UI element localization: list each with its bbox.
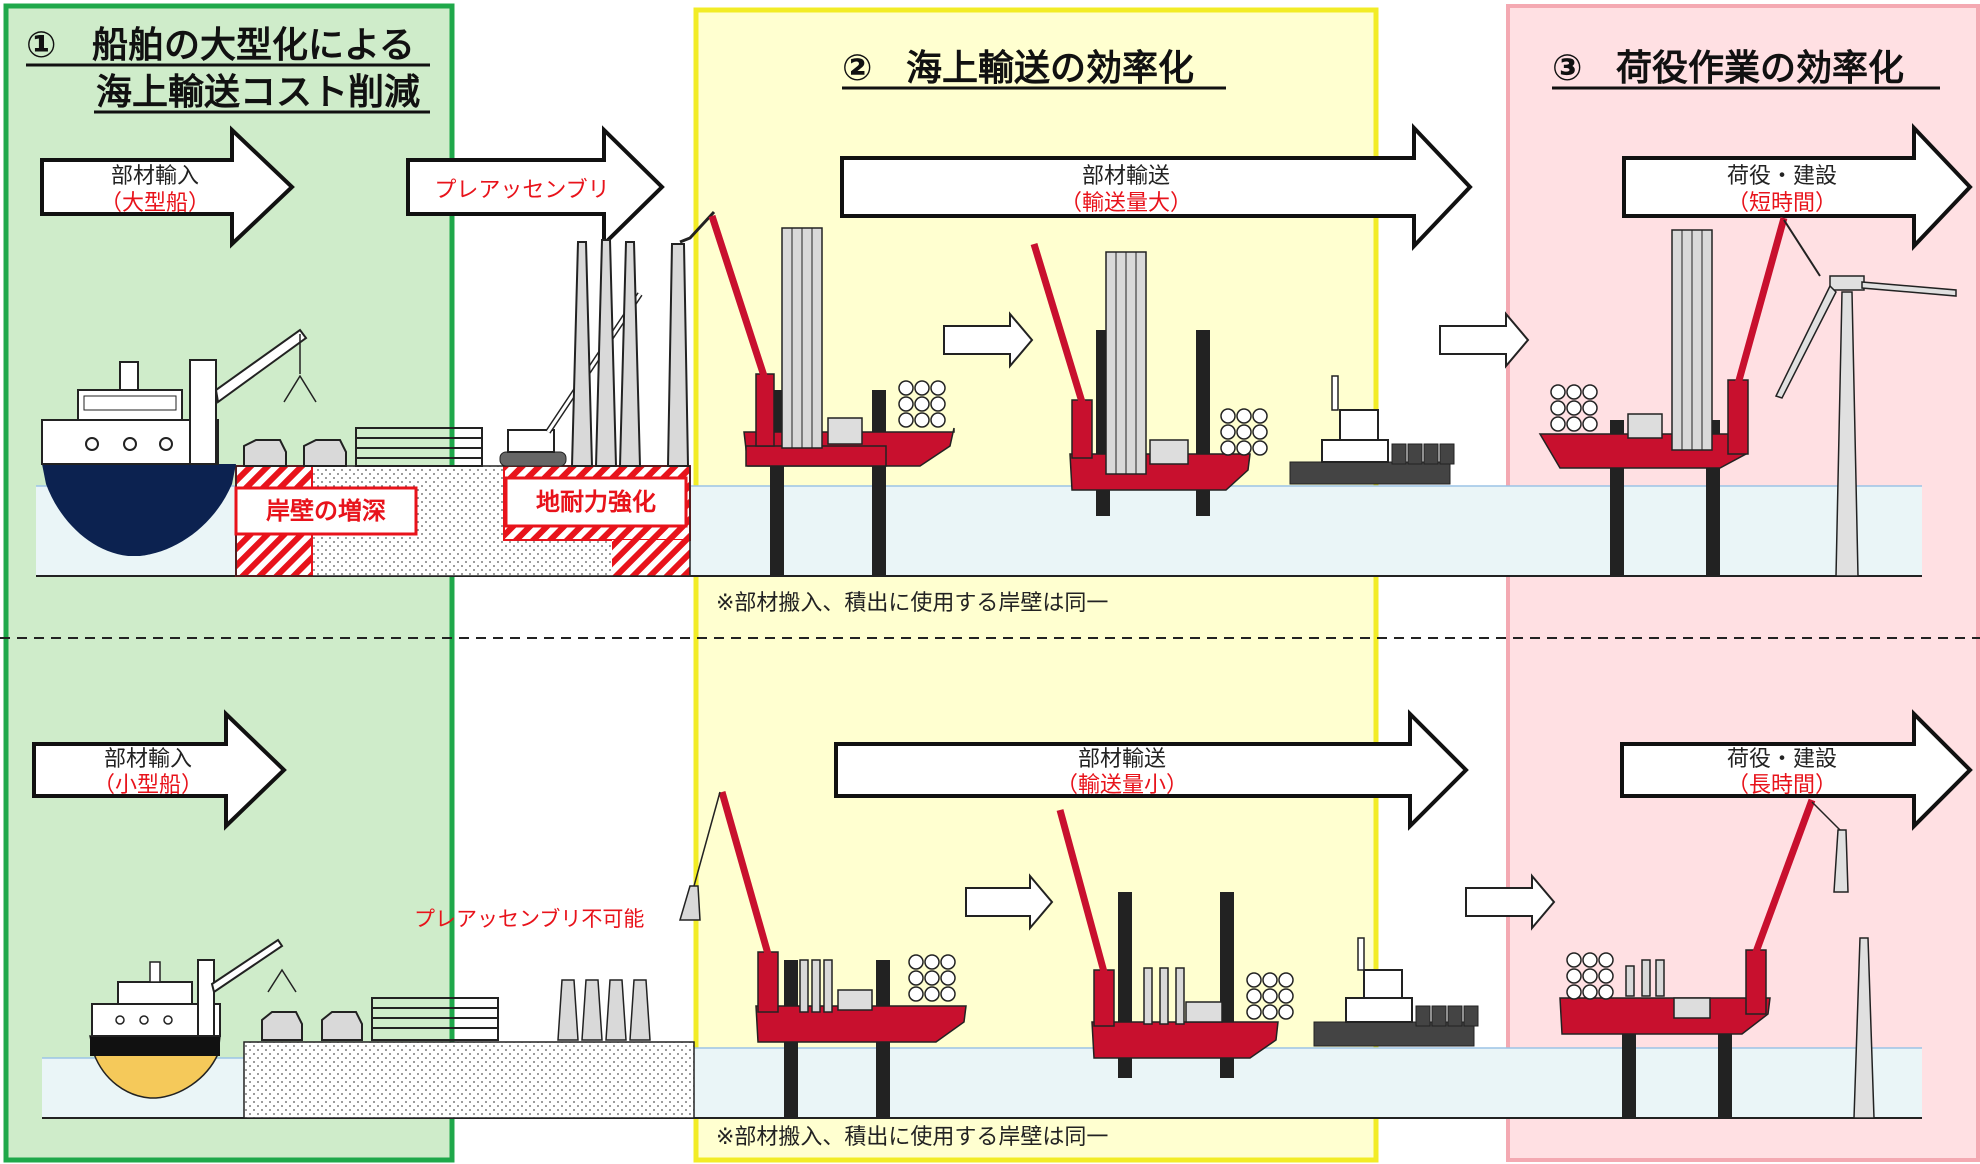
section2-title-text: 海上輸送の効率化 xyxy=(906,48,1194,89)
svg-text:プレアッセンブリ: プレアッセンブリ xyxy=(434,178,609,203)
svg-text:地耐力強化: 地耐力強化 xyxy=(536,488,656,516)
bottom-quay xyxy=(243,1041,695,1119)
top-arrow-import: 部材輸入 （大型船） xyxy=(40,125,295,249)
top-small-arrow-2 xyxy=(1439,311,1530,369)
svg-text:部材輸送: 部材輸送 xyxy=(1078,747,1166,772)
bottom-arrow-install: 荷役・建設 （長時間） xyxy=(1620,709,1973,831)
top-arrow-transport: 部材輸送 （輸送量大） xyxy=(840,122,1473,252)
top-note: ※部材搬入、積出に使用する岸壁は同一 xyxy=(716,591,1108,616)
top-arrow-install: 荷役・建設 （短時間） xyxy=(1622,122,1973,252)
svg-text:岸壁の増深: 岸壁の増深 xyxy=(266,497,386,525)
top-yard-nacelles xyxy=(243,439,347,467)
sep-vessel-top-3 xyxy=(1538,217,1821,576)
bottom-arrow-import: 部材輸入 （小型船） xyxy=(32,709,287,831)
preassembly-impossible-label: プレアッセンブリ不可能 xyxy=(414,907,644,931)
bottom-small-arrow-1 xyxy=(965,873,1054,931)
top-tower-sections-yard xyxy=(570,210,716,467)
bottom-yard-nacelles xyxy=(261,1011,363,1041)
section2-number: ② xyxy=(842,48,872,89)
top-small-arrow-1 xyxy=(943,311,1034,369)
section1-title-line1: 船舶の大型化による xyxy=(92,25,415,66)
turbine-tower-bottom xyxy=(1853,937,1875,1119)
box-wall-depth: 岸壁の増深 xyxy=(234,486,418,536)
crawler-crane-top xyxy=(499,292,643,467)
tug-barge-bottom xyxy=(1313,937,1479,1047)
sep-vessel-bottom-1 xyxy=(678,791,967,1118)
small-cargo-ship xyxy=(89,938,297,1099)
large-cargo-ship xyxy=(41,328,317,556)
box-seismic: 地耐力強化 xyxy=(504,476,688,528)
section3-title-text: 荷役作業の効率化 xyxy=(1616,48,1904,89)
top-arrow-preassembly: プレアッセンブリ xyxy=(406,125,665,249)
bottom-yard-tower-sections xyxy=(557,979,651,1041)
svg-text:部材輸入: 部材輸入 xyxy=(104,747,192,772)
svg-text:（輸送量小）: （輸送量小） xyxy=(1056,773,1188,798)
section1-number: ① xyxy=(26,25,56,66)
svg-text:荷役・建設: 荷役・建設 xyxy=(1727,164,1837,189)
section1-title: ① 船舶の大型化による 海上輸送コスト削減 xyxy=(26,25,430,114)
sep-vessel-bottom-2 xyxy=(1056,809,1294,1078)
svg-text:部材輸入: 部材輸入 xyxy=(111,164,199,189)
sep-vessel-bottom-3 xyxy=(1559,798,1849,1118)
svg-text:（短時間）: （短時間） xyxy=(1727,191,1837,216)
svg-text:（輸送量大）: （輸送量大） xyxy=(1060,191,1192,216)
bottom-note: ※部材搬入、積出に使用する岸壁は同一 xyxy=(716,1125,1108,1150)
sep-vessel-top-2 xyxy=(1030,242,1268,516)
bottom-small-arrow-2 xyxy=(1465,873,1556,931)
tug-barge-top xyxy=(1289,375,1455,485)
bottom-arrow-transport: 部材輸送 （輸送量小） xyxy=(834,709,1469,831)
wind-turbine-top xyxy=(1774,275,1957,577)
top-yard-blade-rack xyxy=(355,427,483,467)
svg-text:（小型船）: （小型船） xyxy=(93,773,203,798)
sep-vessel-top-1 xyxy=(708,214,955,576)
section1-title-line2: 海上輸送コスト削減 xyxy=(96,72,420,113)
section2-title: ② 海上輸送の効率化 xyxy=(842,48,1226,90)
section3-number: ③ xyxy=(1552,48,1582,89)
bottom-yard-blade-rack xyxy=(371,997,499,1041)
svg-text:部材輸送: 部材輸送 xyxy=(1082,164,1170,189)
svg-text:荷役・建設: 荷役・建設 xyxy=(1727,747,1837,772)
svg-text:（長時間）: （長時間） xyxy=(1727,773,1837,798)
bottom-sea-right xyxy=(694,1048,1922,1118)
section3-title: ③ 荷役作業の効率化 xyxy=(1552,48,1940,90)
svg-text:（大型船）: （大型船） xyxy=(100,191,210,216)
